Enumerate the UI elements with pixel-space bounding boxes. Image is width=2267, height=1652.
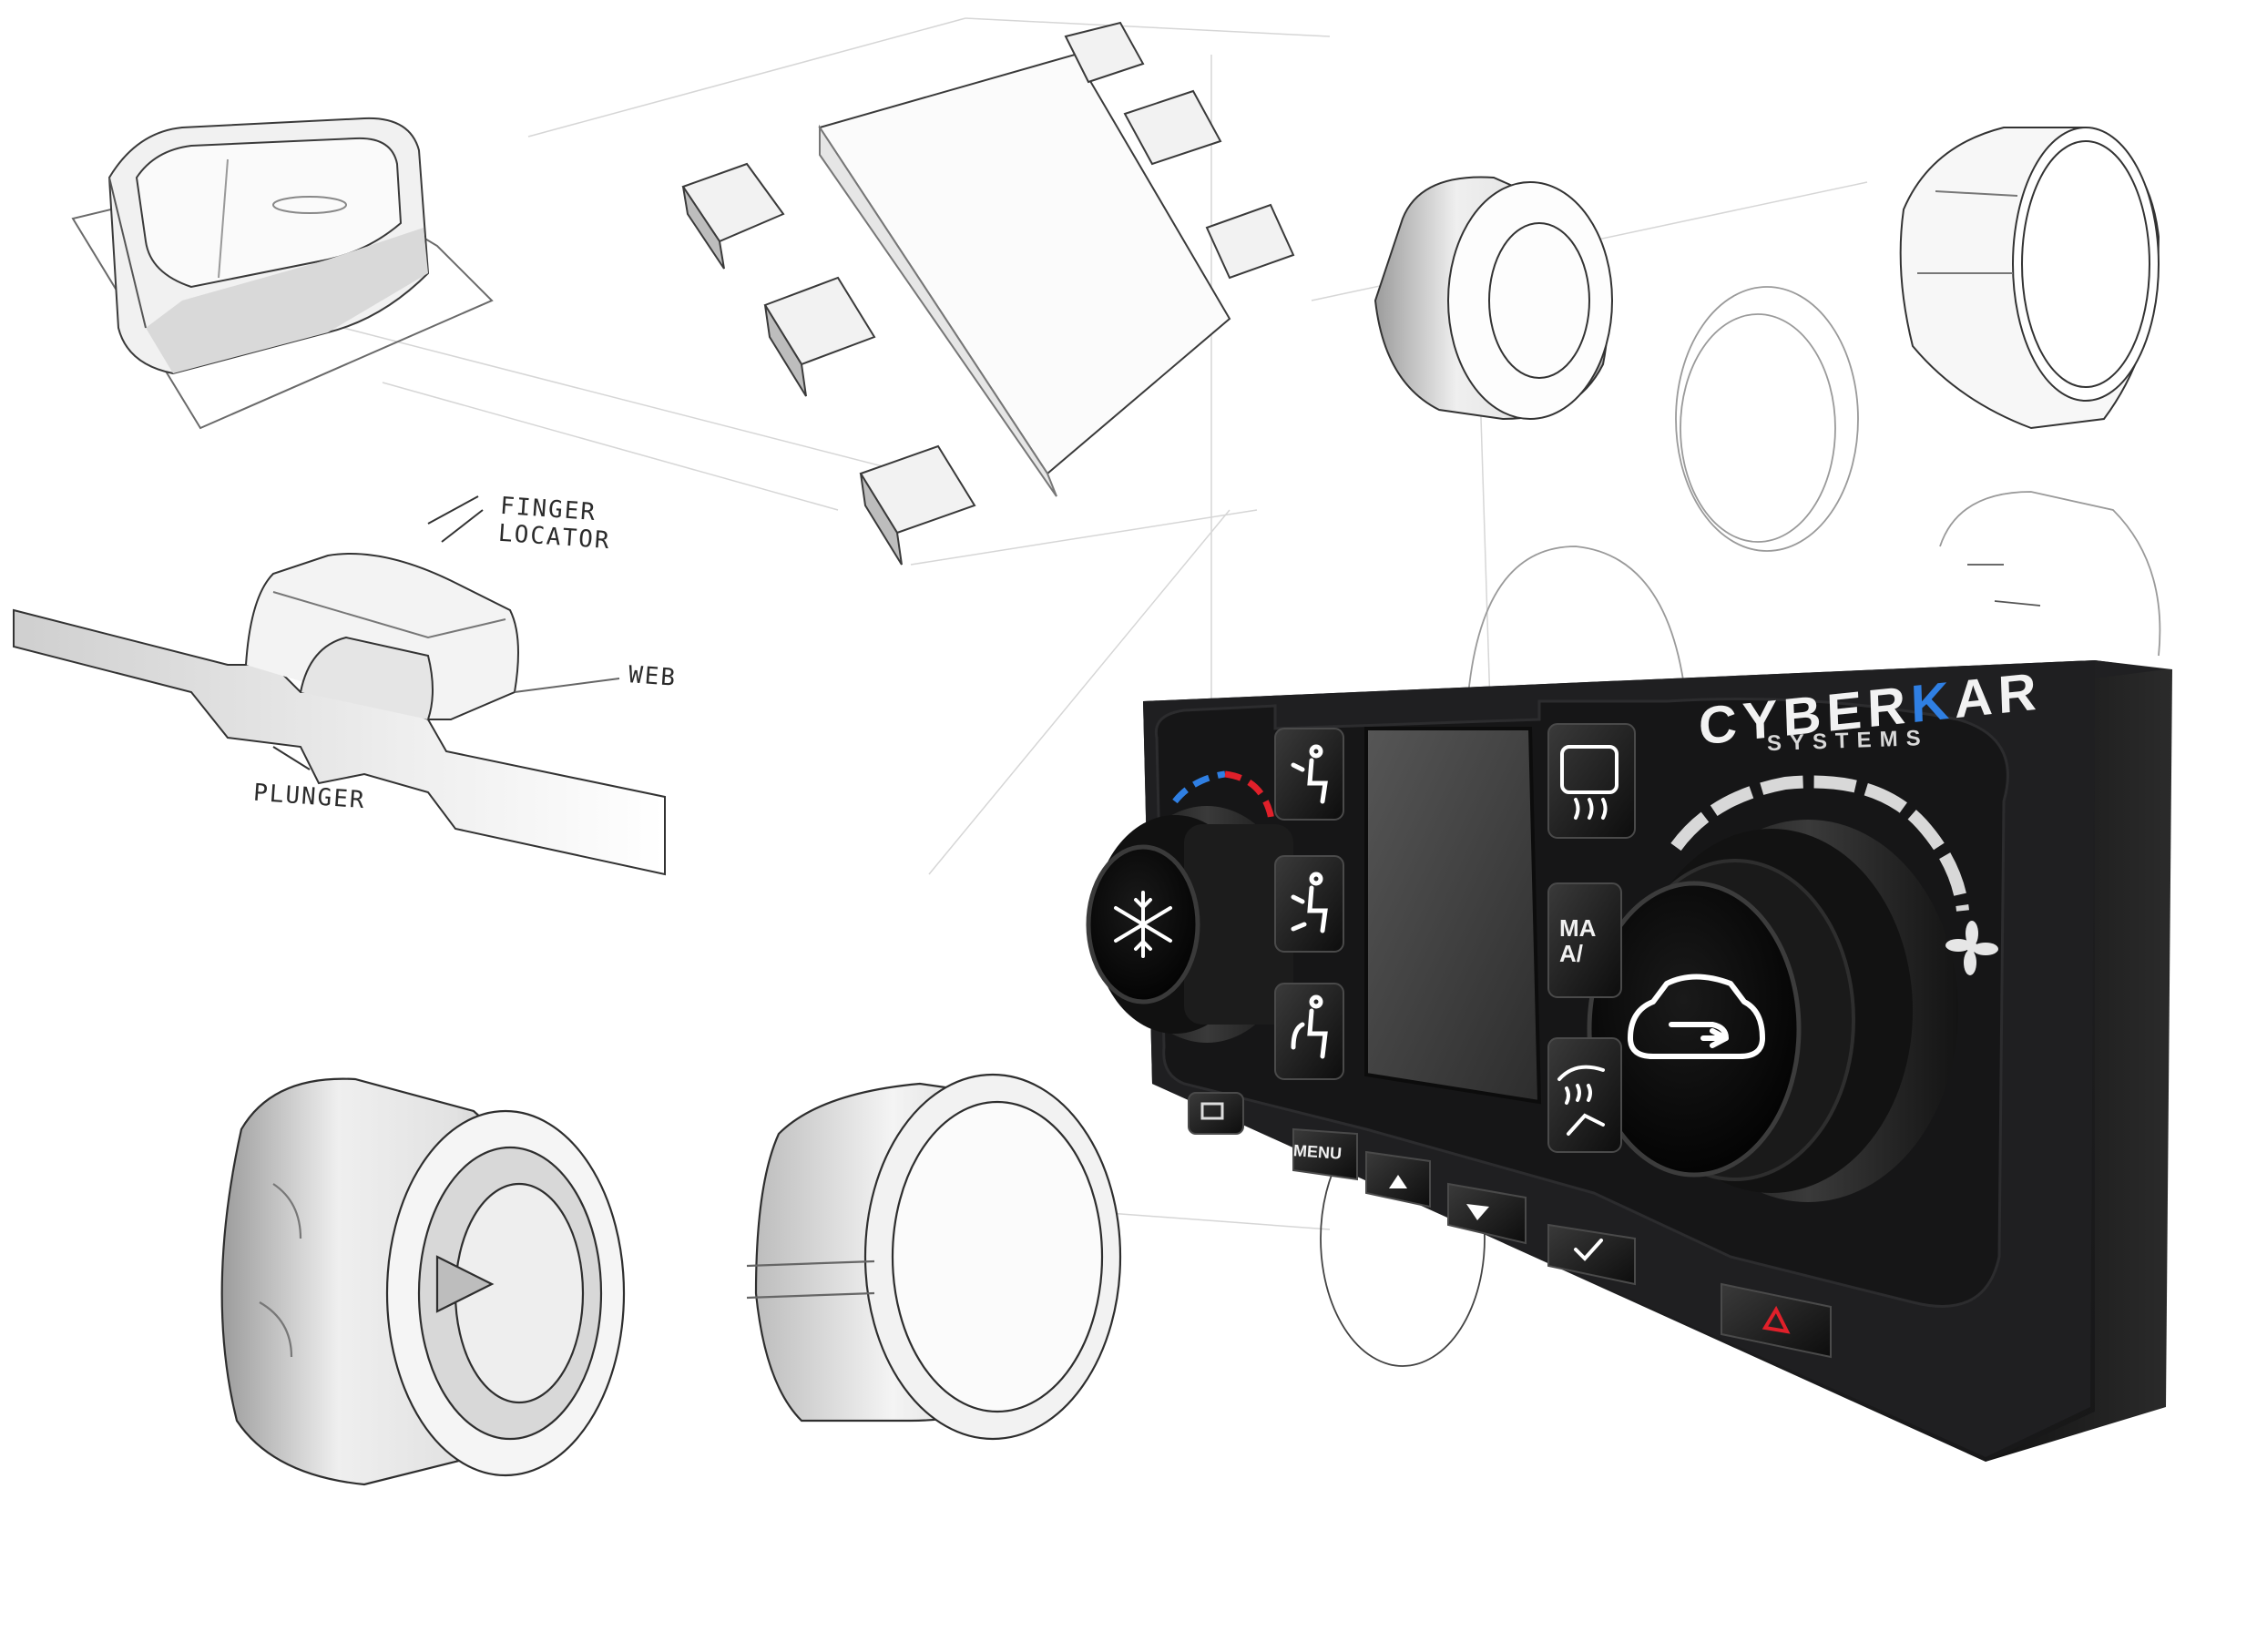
rear-defrost-icon xyxy=(1560,745,1619,820)
menu-button[interactable] xyxy=(1292,1127,1358,1181)
display-screen xyxy=(1364,727,1542,1105)
vent-face-feet-button[interactable] xyxy=(1274,855,1344,953)
max-ac-label-line1: MA xyxy=(1559,914,1597,942)
hazard-icon xyxy=(1762,1305,1791,1334)
web-label: WEB xyxy=(628,661,678,692)
menu-label: MENU xyxy=(1292,1141,1343,1163)
temperature-knob[interactable] xyxy=(1086,806,1298,1043)
vent-face-feet-icon xyxy=(1291,872,1328,933)
rear-defrost-button[interactable] xyxy=(1547,723,1636,839)
large-knob-sketch xyxy=(220,1077,626,1486)
display-icon xyxy=(1200,1102,1224,1120)
fan-speed-knob[interactable] xyxy=(1587,820,1958,1202)
up-button[interactable] xyxy=(1365,1150,1431,1208)
down-arrow-icon xyxy=(1466,1204,1489,1220)
vent-feet-button[interactable] xyxy=(1274,983,1344,1080)
checkmark-icon xyxy=(1574,1239,1603,1261)
brand-name-accent: K xyxy=(1909,670,1956,735)
display-toggle-button[interactable] xyxy=(1188,1092,1244,1135)
vent-face-icon xyxy=(1291,744,1328,804)
vent-feet-icon xyxy=(1291,994,1328,1059)
finger-locator-label: FINGER LOCATOR xyxy=(497,493,613,555)
button-cluster-sketch xyxy=(681,21,1295,566)
confirm-button[interactable] xyxy=(1547,1223,1636,1286)
max-ac-label: MA A/ xyxy=(1559,915,1596,966)
square-button-sketch xyxy=(71,117,494,430)
down-button[interactable] xyxy=(1447,1182,1527,1245)
max-ac-button[interactable] xyxy=(1547,882,1622,998)
brand-name-part2: AR xyxy=(1953,661,2043,730)
button-section-sketch xyxy=(13,495,666,876)
finger-locator-leader xyxy=(441,509,484,543)
cylinder-knob-sketch xyxy=(746,1073,1122,1441)
recirculation-icon xyxy=(1628,974,1765,1059)
up-arrow-icon xyxy=(1389,1175,1407,1188)
front-defrost-feet-button[interactable] xyxy=(1547,1037,1622,1153)
knob-ring-sketch-1 xyxy=(1373,176,1613,421)
max-ac-label-line2: A/ xyxy=(1559,940,1583,967)
hazard-button[interactable] xyxy=(1721,1282,1832,1359)
snowflake-icon xyxy=(1114,891,1172,958)
vent-face-button[interactable] xyxy=(1274,728,1344,821)
front-defrost-feet-icon xyxy=(1557,1065,1605,1136)
knob-ring-sketch-2 xyxy=(1899,127,2160,430)
